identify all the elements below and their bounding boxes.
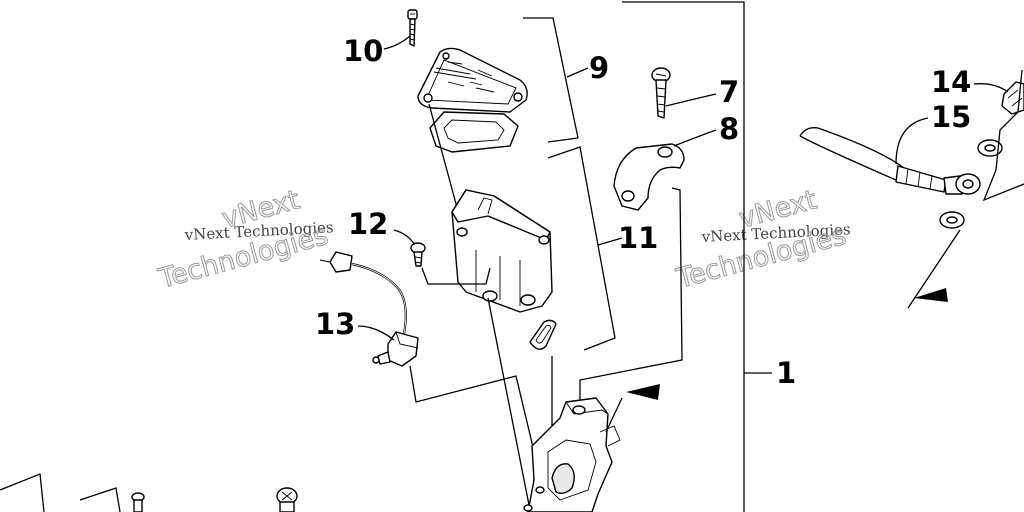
assembly-axis-banjo xyxy=(982,69,1024,202)
bracket-part-9 xyxy=(523,17,589,143)
callout-13: 13 xyxy=(315,307,355,341)
leader-13 xyxy=(357,325,395,341)
assembly-axis-switch xyxy=(409,365,549,511)
reservoir-cap xyxy=(417,47,528,113)
callout-12: 12 xyxy=(348,207,388,241)
direction-arrow-hose xyxy=(914,288,948,302)
leader-8 xyxy=(673,129,717,147)
washer-upper xyxy=(977,139,1003,157)
assembly-axis-screw-12 xyxy=(421,267,491,285)
partial-bolt-bottom-left xyxy=(131,492,145,512)
callout-8: 8 xyxy=(719,112,739,146)
leader-7 xyxy=(665,93,717,107)
callout-7: 7 xyxy=(719,75,739,109)
watermark-right: vNext vNext Technologies Technologies xyxy=(672,184,851,296)
partial-screw-bottom-center xyxy=(276,487,298,512)
assembly-axis-reservoir xyxy=(487,297,531,511)
direction-arrow-housing xyxy=(626,384,660,400)
leader-10 xyxy=(383,35,411,50)
o-ring-seal xyxy=(529,319,557,350)
bracket-part-1 xyxy=(622,1,772,512)
leader-15 xyxy=(895,117,929,165)
bracket-part-11 xyxy=(547,146,623,351)
washer-lower xyxy=(939,211,965,229)
screw-part-12 xyxy=(410,242,426,267)
leader-12 xyxy=(393,229,415,245)
assembly-axis-hose xyxy=(907,229,961,309)
screw-part-10 xyxy=(407,9,418,47)
callout-1: 1 xyxy=(776,356,796,390)
master-cylinder-housing xyxy=(523,397,621,512)
watermark-left: vNext vNext Technologies Technologies xyxy=(154,184,334,296)
assembly-axis-clamp xyxy=(579,187,683,410)
screw-part-7 xyxy=(651,67,671,119)
leader-14 xyxy=(973,83,1009,93)
callout-11: 11 xyxy=(618,221,658,255)
switch-part-13 xyxy=(319,251,419,367)
reservoir-gasket xyxy=(429,111,519,153)
callout-14: 14 xyxy=(931,65,971,99)
callout-15: 15 xyxy=(931,100,971,134)
callout-10: 10 xyxy=(343,34,383,68)
callout-9: 9 xyxy=(589,51,609,85)
reservoir-body xyxy=(451,189,553,313)
clamp-part-8 xyxy=(613,143,685,211)
brake-hose-part-15 xyxy=(799,127,981,195)
partial-bracket-bottom-left xyxy=(0,473,121,512)
pointer-line-housing xyxy=(605,397,623,433)
